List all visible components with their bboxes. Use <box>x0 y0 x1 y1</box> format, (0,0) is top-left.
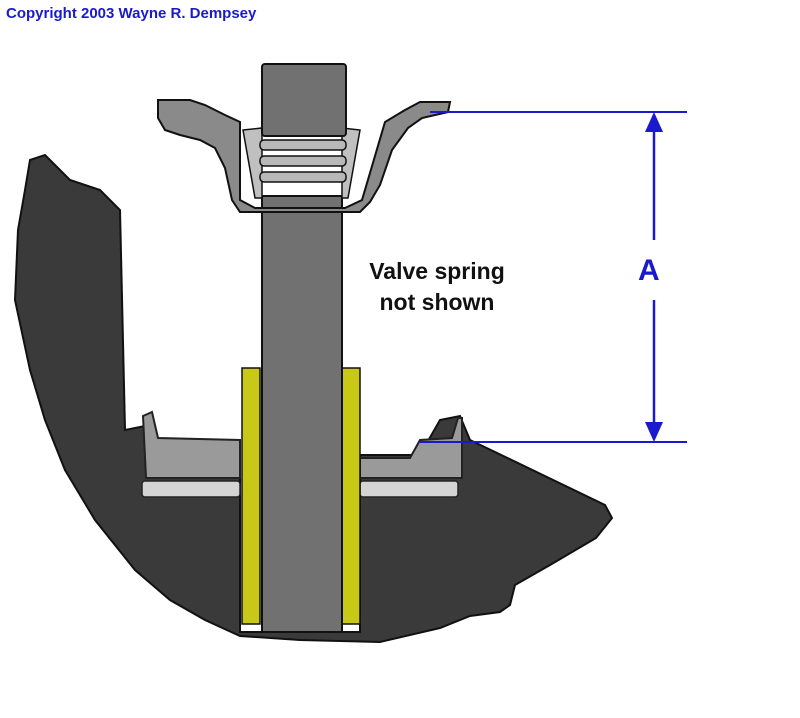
note-line-1: Valve spring <box>369 258 505 284</box>
note-line-2: not shown <box>379 289 495 315</box>
dimension-label: A <box>638 254 660 287</box>
valve-stem <box>261 195 343 633</box>
valve-stem-tip <box>261 63 347 137</box>
shim-right <box>359 480 459 498</box>
dimension-arrowhead-up <box>645 112 663 132</box>
shim-left <box>141 480 241 498</box>
valve-guide-right <box>341 367 361 625</box>
spring-seat-left <box>141 410 241 479</box>
valve-spring-retainer <box>157 99 452 213</box>
keeper-grooves <box>259 139 347 183</box>
spring-seat-right <box>359 417 463 479</box>
valve-spring-note: Valve spring not shown <box>342 256 532 318</box>
valve-guide-left <box>241 367 261 625</box>
dimension-arrowhead-down <box>645 422 663 442</box>
copyright-notice: Copyright 2003 Wayne R. Dempsey <box>6 5 257 22</box>
